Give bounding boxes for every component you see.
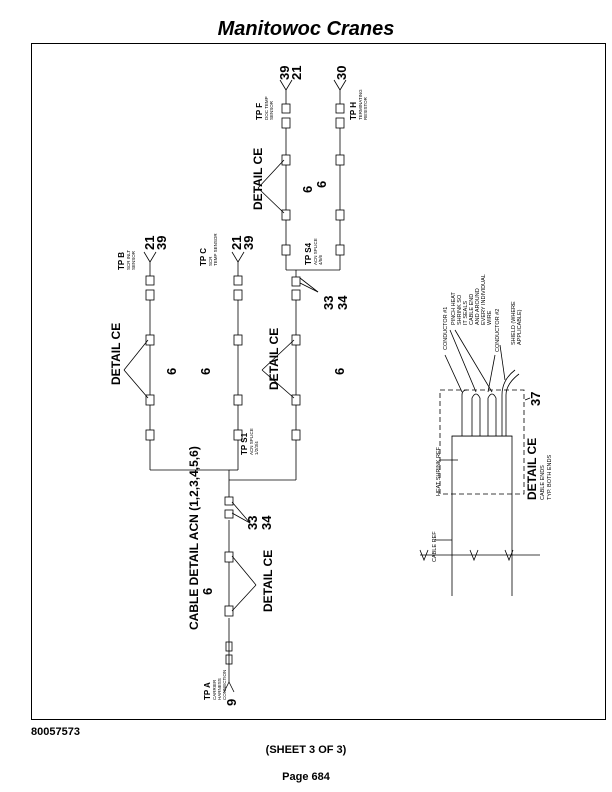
splice-s1: [149, 440, 296, 497]
detail-ce-label-4: DETAIL CE: [251, 148, 265, 210]
pinch-note-2: SHRINK SO: [457, 294, 463, 325]
tp-a-l1: CARRIER: [212, 679, 217, 700]
tp-h-l1: TERMINATING: [358, 89, 363, 120]
shield-note-2: APPLICABLE): [517, 309, 523, 345]
tp-s4-l2: 4/5/6: [318, 254, 323, 265]
drawing-frame: [31, 43, 606, 720]
tp-c-id: TP C: [199, 248, 208, 266]
sheet-label: (SHEET 3 OF 3): [265, 744, 347, 756]
part-39-c: 39: [277, 66, 292, 80]
part-6-b: 6: [164, 368, 179, 375]
pinch-note-4: CABLE END: [469, 294, 475, 325]
detail-ce-label-3: DETAIL CE: [267, 328, 281, 390]
cable-detail-title: CABLE DETAIL ACN (1,2,3,4,5,6): [187, 446, 201, 630]
cable-segment-3: [233, 262, 243, 460]
part-6-e: 6: [300, 186, 315, 193]
tp-s1-id: TP S1: [240, 432, 249, 455]
tp-s1-l1: ACN SPLICE: [249, 428, 254, 455]
tp-b-l2: SENSOR: [131, 250, 136, 270]
tp-c-l1: SCR: [208, 256, 213, 266]
document-number: 80057573: [31, 726, 80, 738]
detail-ce-box-sub1: CABLE ENDS: [540, 465, 546, 500]
tp-b-id: TP B: [117, 252, 126, 270]
cable-segment-5: [281, 90, 291, 256]
detail-ce-drawing: [419, 329, 540, 596]
pinch-note-7: WIRE: [487, 310, 493, 325]
part-33-b: 33: [321, 296, 336, 310]
tp-f-id: TP F: [255, 103, 264, 120]
part-21-c: 21: [289, 66, 304, 80]
part-21-b: 21: [229, 236, 244, 250]
heat-shrink-ref-label: HEAT SHRINK REF: [436, 446, 442, 496]
part-6-c: 6: [198, 368, 213, 375]
detail-ce-label-1: DETAIL CE: [261, 550, 275, 612]
tp-h-l2: RESISTOR: [363, 96, 368, 120]
part-39-a: 39: [154, 236, 169, 250]
rotated-labels: CABLE DETAIL ACN (1,2,3,4,5,6) DETAIL CE…: [109, 66, 553, 706]
detail-ce-box-title: DETAIL CE: [525, 438, 539, 500]
tp-b-l1: SCR INLT: [126, 250, 131, 270]
tp-c-l2: TEMP SENSOR: [213, 233, 218, 266]
conductor-2-label: CONDUCTOR #2: [495, 309, 501, 352]
detail-ce-leaders: [123, 159, 319, 612]
tp-a-id: TP A: [203, 682, 212, 700]
part-34-b: 34: [335, 295, 350, 310]
part-6-f: 6: [314, 181, 329, 188]
pinch-note-6: EVERY INDIVIDUAL: [481, 274, 487, 325]
part-37: 37: [528, 392, 543, 406]
pinch-note-1: PINCH HEAT: [451, 291, 457, 325]
part-21-a: 21: [142, 236, 157, 250]
cable-ref-label: CABLE REF: [432, 531, 438, 562]
cable-segment-6: [335, 90, 345, 256]
end-leaders: [143, 79, 347, 693]
part-6-a: 6: [200, 588, 215, 595]
pinch-note-5: AND AROUND: [475, 288, 481, 325]
tp-s4-id: TP S4: [304, 242, 313, 265]
page-number: Page 684: [282, 771, 330, 783]
detail-ce-label-2: DETAIL CE: [109, 323, 123, 385]
tp-f-l1: DOC TEMP: [264, 96, 269, 120]
page-title: Manitowoc Cranes: [217, 18, 395, 40]
part-6-d: 6: [332, 368, 347, 375]
cable-segment-1: [224, 496, 234, 682]
tp-s1-l2: 1/2/3/4: [254, 441, 259, 455]
pinch-note-3: IT SEALS: [463, 301, 469, 325]
cable-segment-4: [285, 255, 341, 480]
part-9: 9: [224, 699, 239, 706]
shield-note-1: SHIELD (WHERE: [511, 301, 517, 345]
tp-f-l2: SENSOR: [269, 100, 274, 120]
part-39-b: 39: [241, 236, 256, 250]
part-30: 30: [334, 66, 349, 80]
detail-ce-box-sub2: TYP. BOTH ENDS: [547, 455, 553, 500]
part-33-a: 33: [245, 516, 260, 530]
tp-a-l2: HARNESS: [217, 678, 222, 700]
cable-segment-2: [145, 262, 155, 441]
tp-a-l3: CONNECTION: [222, 670, 227, 700]
part-34-a: 34: [259, 515, 274, 530]
tp-h-id: TP H: [349, 102, 358, 120]
tp-s4-l1: ACN SPLICE: [313, 238, 318, 265]
conductor-1-label: CONDUCTOR #1: [443, 307, 449, 350]
